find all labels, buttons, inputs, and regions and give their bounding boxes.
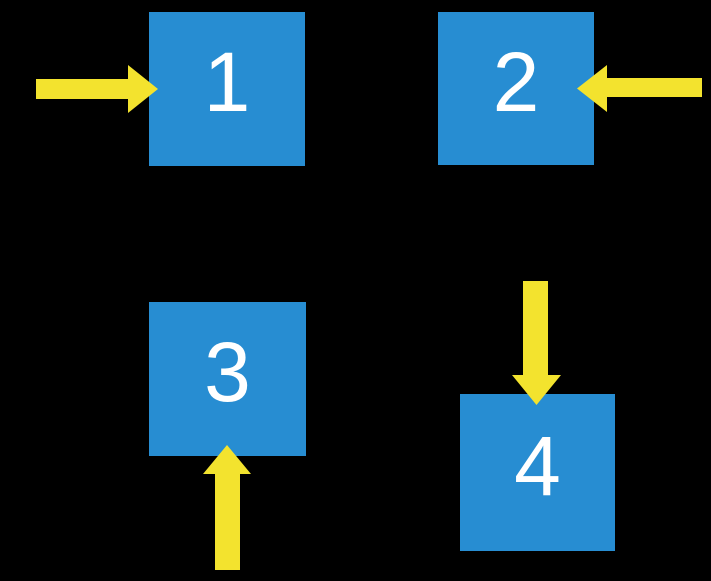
arrow-right-icon (36, 65, 158, 113)
square-4-label: 4 (514, 418, 561, 513)
arrow-up-icon (203, 445, 251, 570)
square-1-label: 1 (203, 35, 251, 129)
square-2-label: 2 (492, 34, 540, 129)
square-3-label: 3 (204, 325, 251, 419)
square-2: 2 (438, 12, 594, 165)
square-4: 4 (460, 394, 615, 551)
square-1: 1 (149, 12, 305, 166)
arrow-left-icon (577, 65, 702, 112)
arrow-down-icon (512, 281, 561, 405)
square-3: 3 (149, 302, 306, 456)
